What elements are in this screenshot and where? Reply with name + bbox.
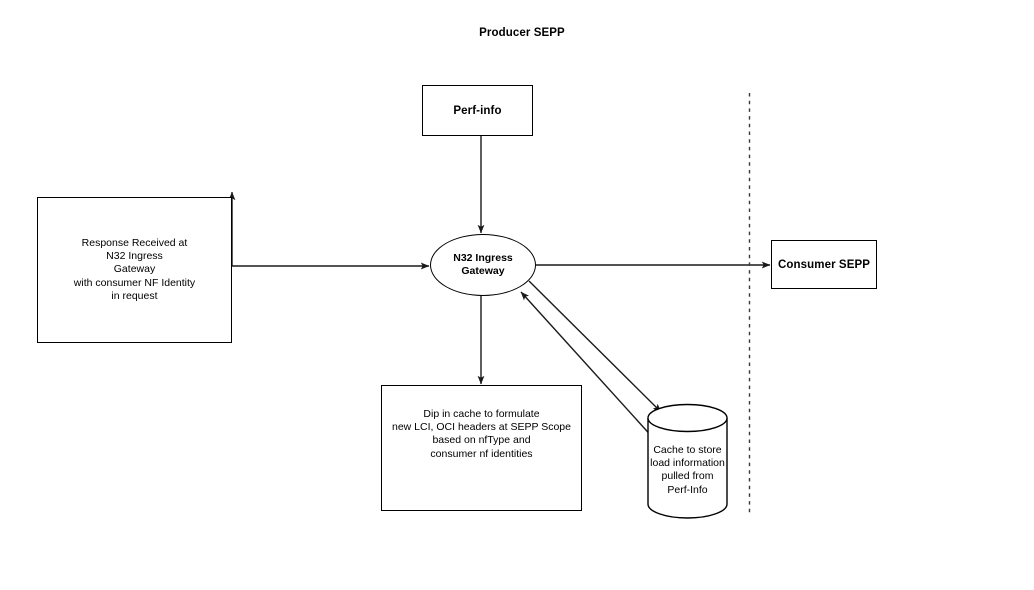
cylinder-shape	[647, 403, 728, 519]
node-perf-info-label: Perf-info	[453, 104, 502, 117]
node-dip-in-cache-label: Dip in cache to formulate new LCI, OCI h…	[392, 408, 571, 460]
node-n32-ingress-gateway-label: N32 Ingress Gateway	[453, 252, 513, 277]
node-n32-ingress-gateway[interactable]: N32 Ingress Gateway	[430, 234, 536, 296]
node-consumer-sepp[interactable]: Consumer SEPP	[771, 240, 877, 289]
diagram-title: Producer SEPP	[479, 27, 565, 39]
node-cache-cylinder-label: Cache to store load information pulled f…	[650, 444, 725, 496]
node-response-received-label: Response Received at N32 Ingress Gateway…	[73, 236, 196, 302]
node-response-received[interactable]: Response Received at N32 Ingress Gateway…	[37, 197, 232, 343]
node-perf-info[interactable]: Perf-info	[422, 85, 533, 136]
node-dip-in-cache[interactable]: Dip in cache to formulate new LCI, OCI h…	[381, 385, 582, 511]
connector-cache-to-gateway	[520, 291, 656, 441]
node-consumer-sepp-label: Consumer SEPP	[777, 258, 871, 271]
connector-gateway-to-cache	[528, 280, 662, 413]
node-cache-cylinder[interactable]: Cache to store load information pulled f…	[647, 403, 728, 519]
